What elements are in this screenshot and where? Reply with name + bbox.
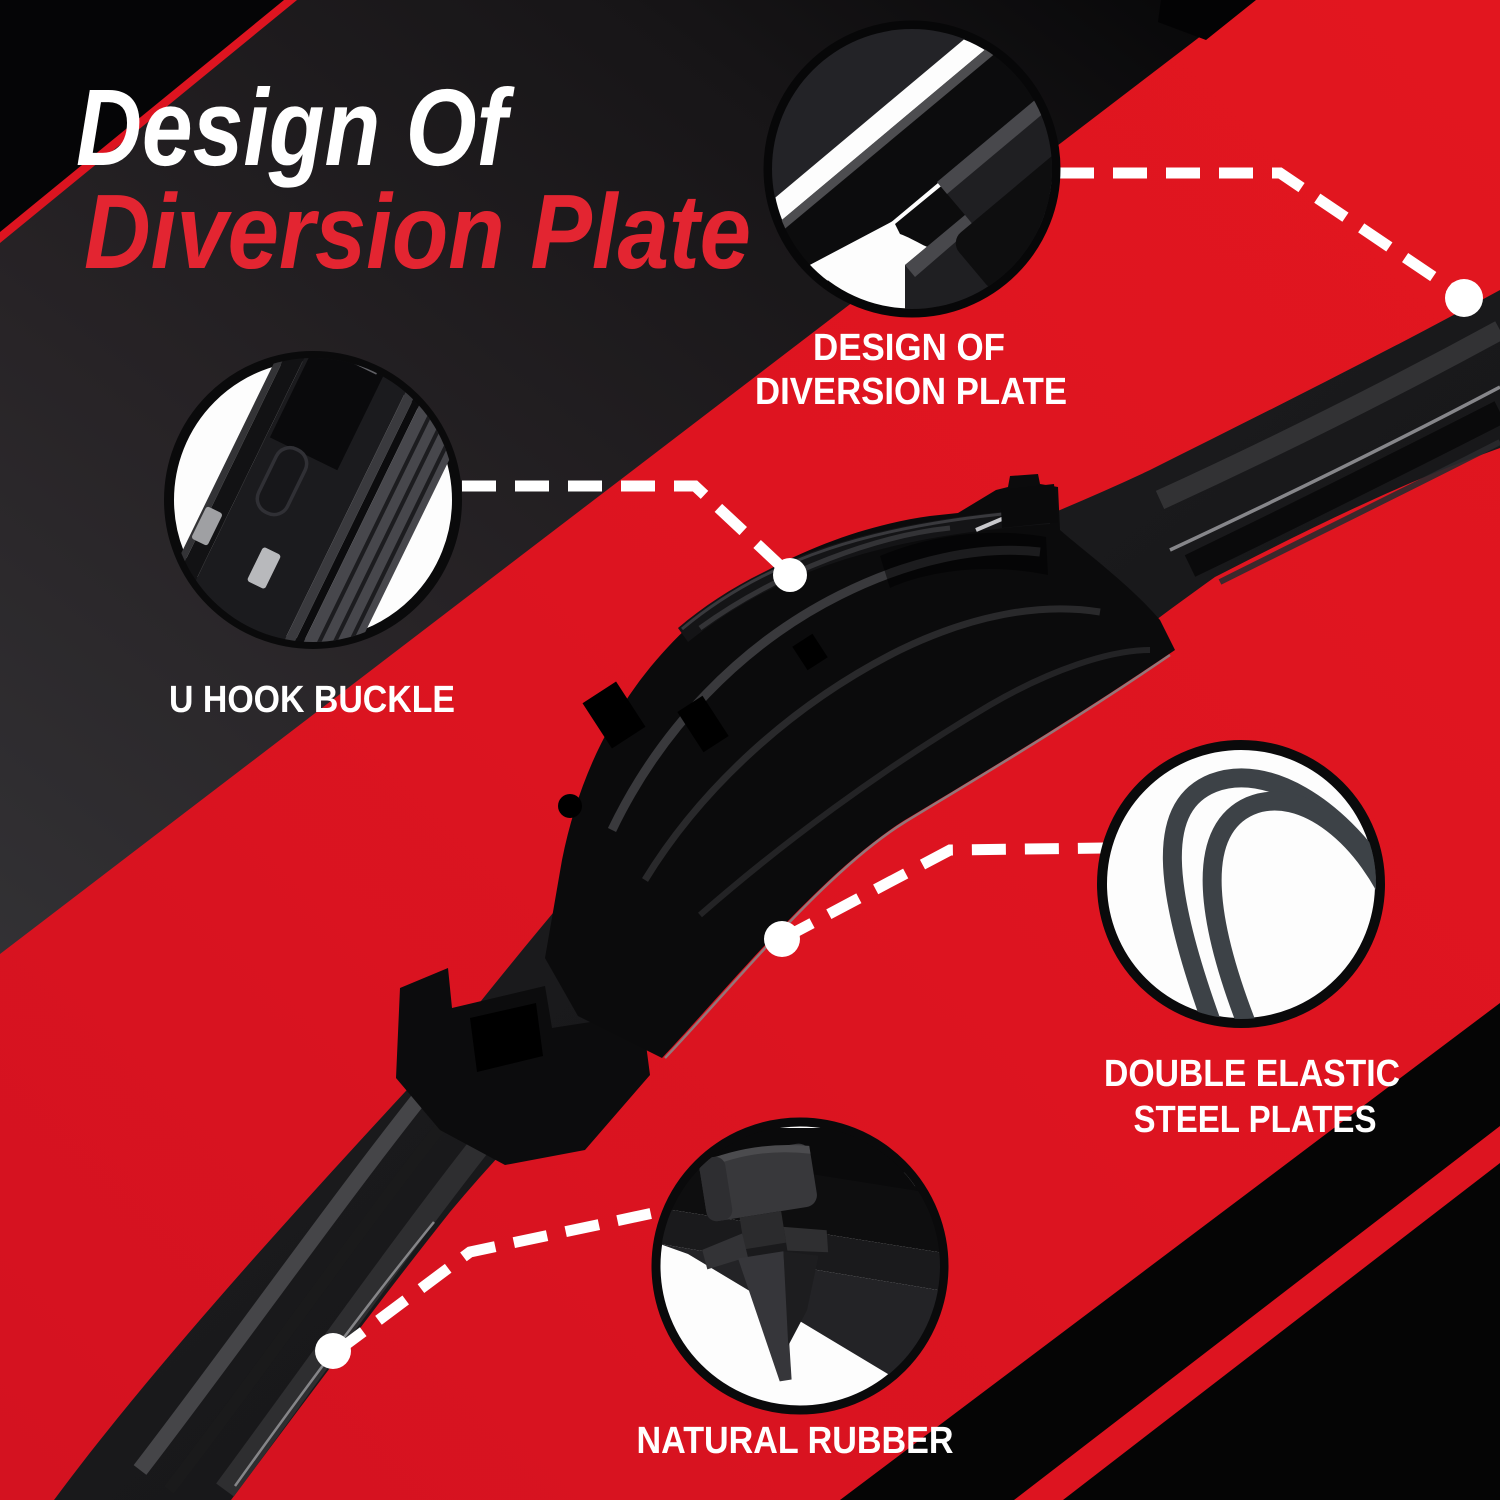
svg-text:NATURAL RUBBER: NATURAL RUBBER [637, 1420, 954, 1462]
svg-text:DIVERSION PLATE: DIVERSION PLATE [755, 371, 1067, 413]
svg-text:Design Of: Design Of [76, 67, 515, 189]
svg-text:DOUBLE ELASTIC: DOUBLE ELASTIC [1104, 1053, 1400, 1095]
svg-text:STEEL PLATES: STEEL PLATES [1134, 1099, 1377, 1141]
svg-text:DESIGN OF: DESIGN OF [813, 327, 1005, 369]
svg-text:Diversion Plate: Diversion Plate [84, 173, 751, 291]
svg-text:U HOOK BUCKLE: U HOOK BUCKLE [169, 679, 455, 721]
